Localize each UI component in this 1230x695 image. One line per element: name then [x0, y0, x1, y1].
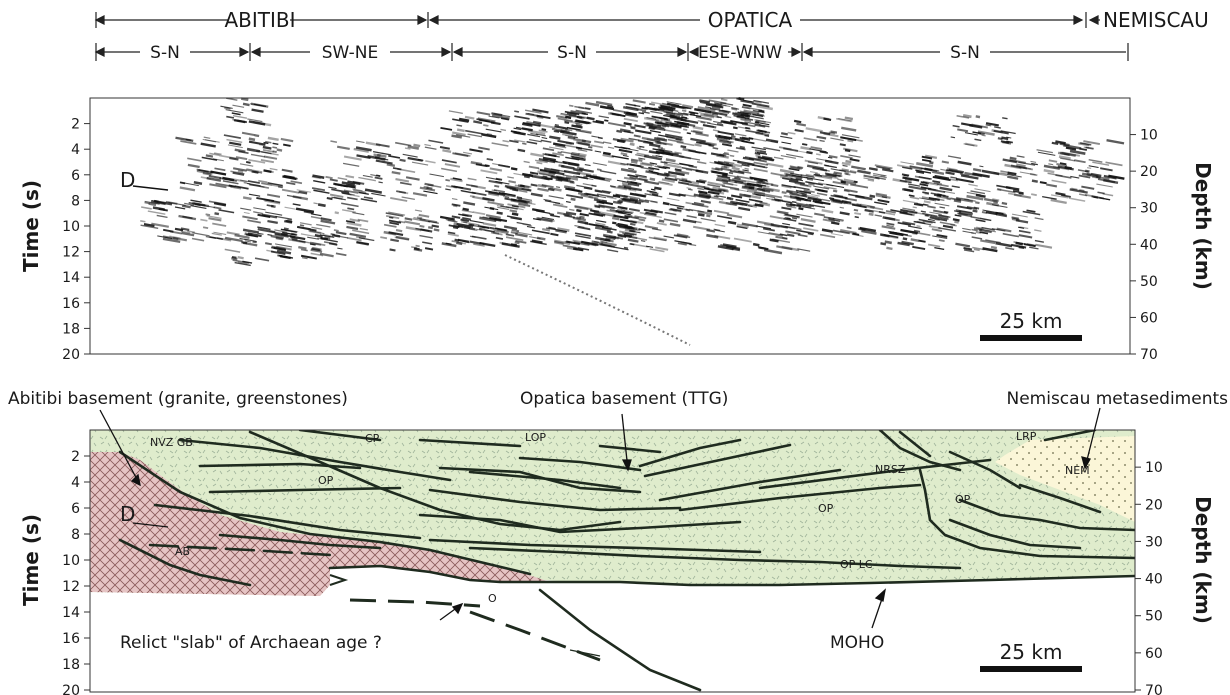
unit-lrp: LRP — [1016, 430, 1037, 443]
top-time-tick-label: 10 — [62, 219, 80, 235]
unit-o: O — [488, 592, 497, 605]
bottom-axes: 2 4 6 8 10 12 14 16 18 20 10 20 30 40 50 60 70 — [62, 449, 1163, 695]
unit-nvz-gb: NVZ GB — [150, 436, 193, 449]
unit-op-lc: OP LC — [840, 558, 873, 571]
bottom-time-tick-label: 16 — [62, 631, 80, 647]
top-depth-tick-label: 20 — [1140, 164, 1158, 180]
bottom-time-tick-label: 14 — [62, 605, 80, 621]
seismic-reflections — [140, 96, 1125, 267]
left-axis-title-bottom: Time (s) — [19, 514, 43, 606]
unit-nem: NEM — [1065, 464, 1090, 477]
right-axis-title-bottom: Depth (km) — [1191, 496, 1215, 624]
unit-op-3: OP — [818, 502, 834, 515]
bottom-depth-tick-label: 10 — [1145, 460, 1163, 476]
unit-op-2: OP — [955, 493, 971, 506]
scale-bar-top-label: 25 km — [1000, 309, 1063, 333]
annotation-abitibi-basement: Abitibi basement (granite, greenstones) — [8, 389, 348, 409]
segment-1: S-N — [150, 43, 180, 63]
bottom-time-tick-label: 4 — [71, 475, 80, 491]
seismic-panel: D 25 km — [89, 96, 1131, 355]
annotation-moho: MOHO — [830, 633, 884, 653]
province-header — [94, 12, 1129, 61]
unit-ab: AB — [175, 545, 190, 558]
interpretation-panel: NVZ GB CP LOP LRP OP NRSZ OP OP NEM D AB… — [8, 389, 1228, 693]
unit-d: D — [120, 502, 135, 526]
d-arrow-bottom — [132, 522, 169, 528]
segment-5: S-N — [950, 43, 980, 63]
top-depth-tick-label: 70 — [1140, 347, 1158, 363]
top-time-tick-label: 8 — [71, 193, 80, 209]
scale-bar-top — [980, 335, 1082, 341]
bottom-depth-tick-label: 60 — [1145, 646, 1163, 662]
segment-4: ESE-WNW — [698, 43, 782, 63]
bottom-time-tick-label: 2 — [71, 449, 80, 465]
scale-bar-bottom — [980, 666, 1082, 672]
d-marker-arrow — [132, 185, 169, 191]
segment-3: S-N — [557, 43, 587, 63]
arrow-abitibi — [99, 409, 141, 486]
top-depth-tick-label: 30 — [1140, 201, 1158, 217]
province-opatica: OPATICA — [708, 8, 793, 32]
unit-lop: LOP — [525, 431, 546, 444]
top-time-tick-label: 6 — [71, 168, 80, 184]
top-time-tick-label: 4 — [71, 142, 80, 158]
seismic-d-label: D — [120, 168, 135, 192]
annotation-nemiscau: Nemiscau metasediments — [1006, 389, 1228, 409]
bottom-depth-tick-label: 20 — [1145, 497, 1163, 513]
unit-op-1: OP — [318, 474, 334, 487]
bottom-depth-tick-label: 30 — [1145, 534, 1163, 550]
bottom-time-tick-label: 6 — [71, 501, 80, 517]
top-time-tick-label: 16 — [62, 296, 80, 312]
top-depth-tick-label: 40 — [1140, 237, 1158, 253]
annotation-opatica-basement: Opatica basement (TTG) — [520, 389, 728, 409]
scale-bar-bottom-label: 25 km — [1000, 640, 1063, 664]
bottom-depth-tick-label: 50 — [1145, 609, 1163, 625]
top-time-tick-label: 14 — [62, 270, 80, 286]
top-depth-tick-label: 60 — [1140, 310, 1158, 326]
top-time-tick-label: 20 — [62, 347, 80, 363]
right-axis-title-top: Depth (km) — [1191, 162, 1215, 290]
bottom-time-tick-label: 10 — [62, 553, 80, 569]
unit-nrsz: NRSZ — [875, 463, 906, 476]
bottom-time-tick-label: 8 — [71, 527, 80, 543]
top-depth-tick-label: 50 — [1140, 274, 1158, 290]
bottom-time-tick-label: 18 — [62, 657, 80, 673]
top-time-tick-label: 2 — [71, 117, 80, 133]
left-axis-title-top: Time (s) — [19, 180, 43, 272]
unit-cp: CP — [365, 432, 380, 445]
segment-2: SW-NE — [322, 43, 379, 63]
top-axes: 2 4 6 8 10 12 14 16 18 20 10 20 30 40 50 60 70 — [62, 117, 1158, 363]
top-depth-tick-label: 10 — [1140, 128, 1158, 144]
province-abitibi: ABITIBI — [224, 8, 295, 32]
bottom-time-tick-label: 12 — [62, 579, 80, 595]
province-nemiscau: NEMISCAU — [1103, 8, 1209, 32]
top-time-tick-label: 12 — [62, 245, 80, 261]
annotation-relict-slab: Relict "slab" of Archaean age ? — [120, 633, 382, 653]
bottom-time-tick-label: 20 — [62, 683, 80, 695]
bottom-depth-tick-label: 70 — [1145, 683, 1163, 695]
bottom-depth-tick-label: 40 — [1145, 572, 1163, 588]
top-time-tick-label: 18 — [62, 321, 80, 337]
